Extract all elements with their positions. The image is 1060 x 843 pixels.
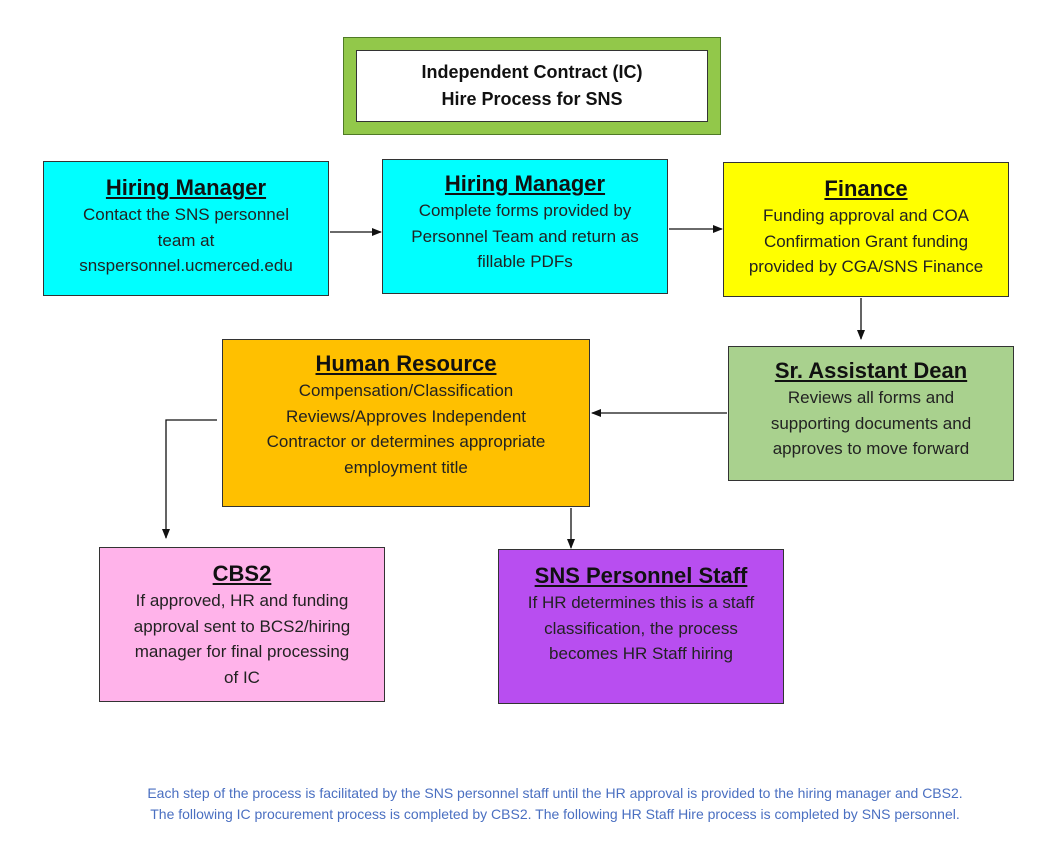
step-heading: SNS Personnel Staff <box>534 563 748 588</box>
step-heading: Finance <box>824 176 908 201</box>
step-human-resource: Human Resource Compensation/Classificati… <box>222 339 590 507</box>
step-description: If approved, HR and funding approval sen… <box>133 591 351 687</box>
step-sns-personnel-staff: SNS Personnel Staff If HR determines thi… <box>498 549 784 704</box>
step-heading: Hiring Manager <box>444 171 606 196</box>
step-description: Reviews all forms and supporting documen… <box>770 388 972 458</box>
step-heading: Human Resource <box>315 351 497 376</box>
step-cbs2: CBS2 If approved, HR and funding approva… <box>99 547 385 702</box>
arrow-hr-to-cbs2 <box>162 419 217 539</box>
step-heading: Hiring Manager <box>105 175 267 200</box>
diagram-title: Independent Contract (IC) Hire Process f… <box>421 62 643 109</box>
step-sr-assistant-dean: Sr. Assistant Dean Reviews all forms and… <box>728 346 1014 481</box>
step-description: Compensation/Classification Reviews/Appr… <box>266 381 546 477</box>
step-description: Funding approval and COA Confirmation Gr… <box>748 206 984 276</box>
step-finance: Finance Funding approval and COA Confirm… <box>723 162 1009 297</box>
step-heading: Sr. Assistant Dean <box>774 358 968 383</box>
title-box: Independent Contract (IC) Hire Process f… <box>356 50 708 122</box>
footer-note: Each step of the process is facilitated … <box>60 783 1050 825</box>
footer-line-1: Each step of the process is facilitated … <box>147 785 963 801</box>
step-heading: CBS2 <box>212 561 272 586</box>
step-description: If HR determines this is a staff classif… <box>527 593 755 663</box>
title-frame: Independent Contract (IC) Hire Process f… <box>343 37 721 135</box>
step-hiring-manager-contact: Hiring Manager Contact the SNS personnel… <box>43 161 329 296</box>
step-description: Complete forms provided by Personnel Tea… <box>411 201 639 271</box>
step-description: Contact the SNS personnel team at snsper… <box>79 205 293 275</box>
footer-line-2: The following IC procurement process is … <box>150 806 960 822</box>
step-hiring-manager-forms: Hiring Manager Complete forms provided b… <box>382 159 668 294</box>
